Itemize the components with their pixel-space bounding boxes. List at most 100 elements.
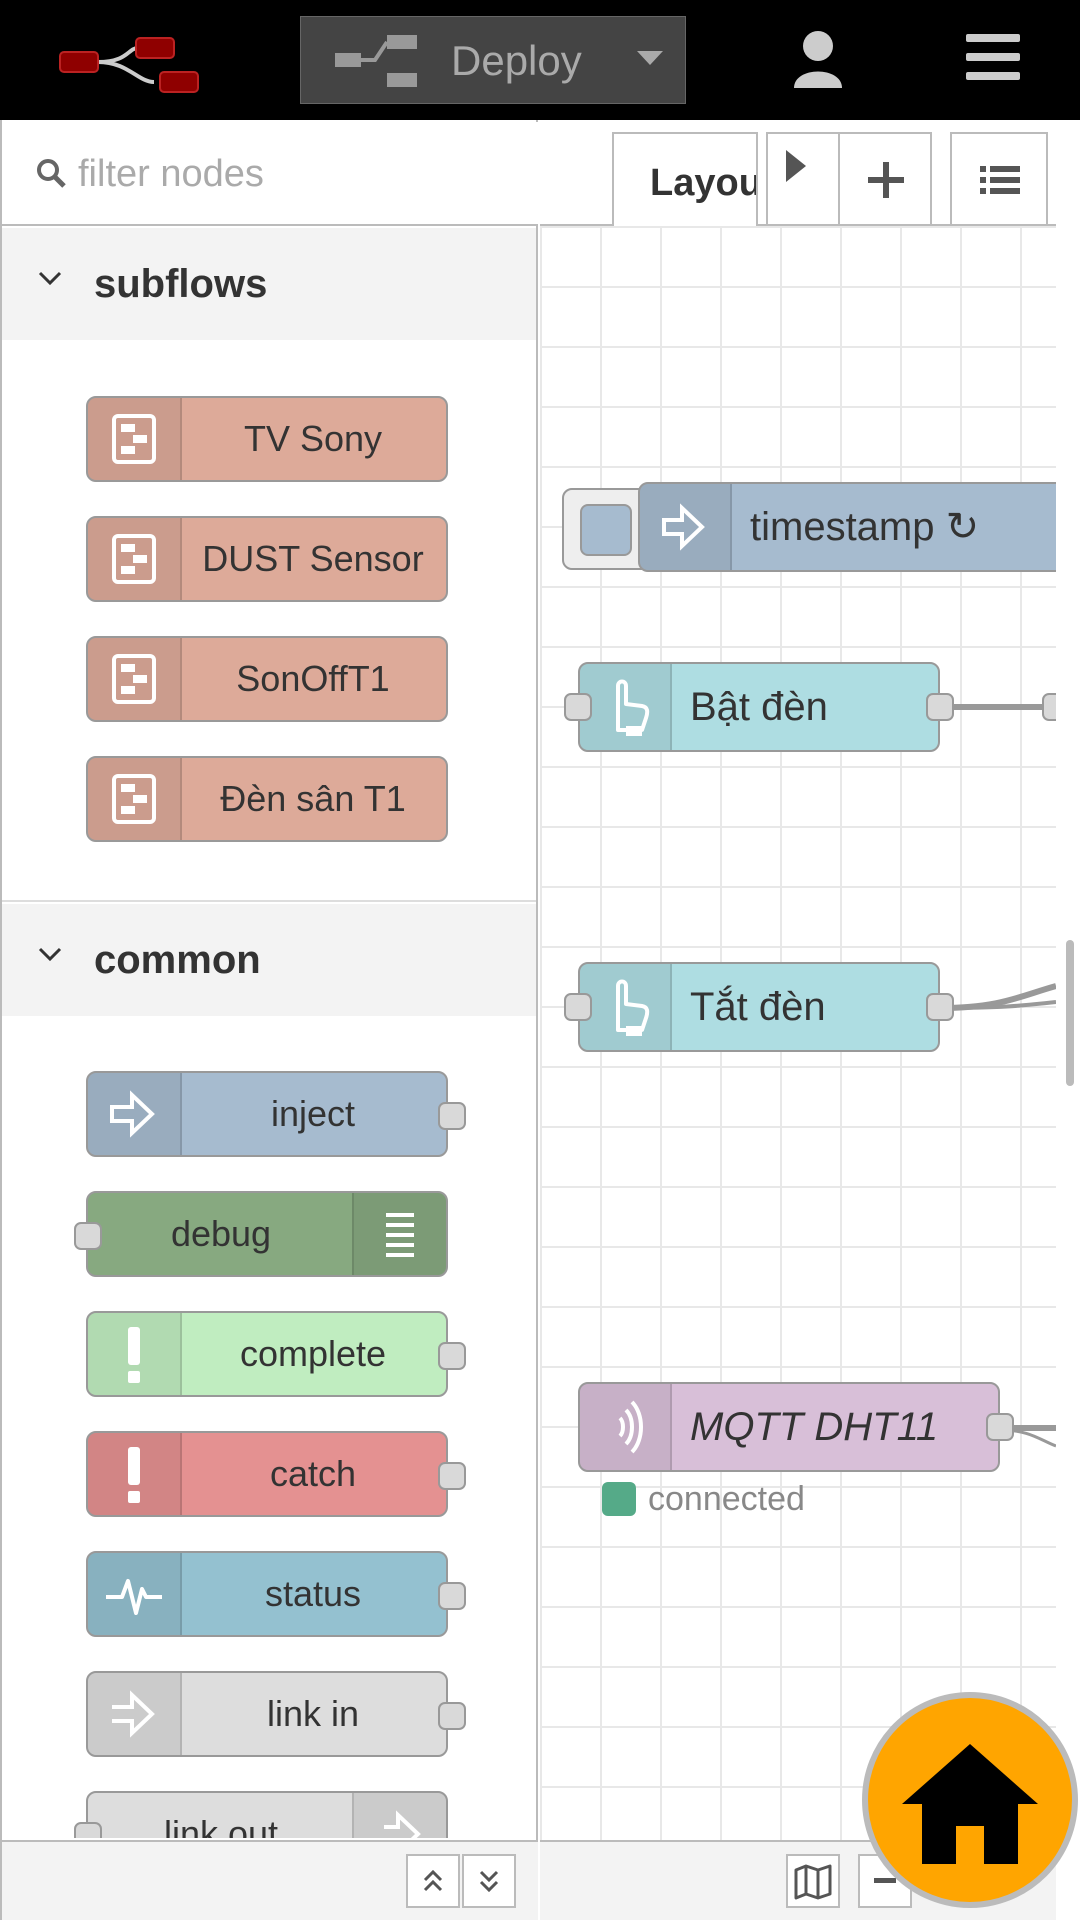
status-dot [602, 1482, 636, 1516]
node-label: inject [270, 1093, 356, 1134]
pulse-icon [88, 1553, 182, 1635]
workspace-canvas[interactable]: timestamp ↻ Bật đèn Tắt đèn MQTT DHT11 c… [540, 226, 1056, 1840]
input-port[interactable] [74, 1822, 102, 1838]
double-chevron-down-icon [479, 1870, 499, 1893]
category-label: subflows [94, 262, 268, 306]
palette-node-complete[interactable]: complete [86, 1311, 448, 1397]
palette-footer [2, 1840, 538, 1920]
main-menu-icon[interactable] [966, 34, 1020, 80]
palette-node-link-in[interactable]: link in [86, 1671, 448, 1757]
category-header-common[interactable]: common [2, 904, 536, 1016]
palette-node-catch[interactable]: catch [86, 1431, 448, 1517]
user-icon[interactable] [792, 30, 844, 88]
input-port[interactable] [74, 1222, 102, 1250]
node-label: link out [163, 1813, 279, 1838]
node-red-logo [58, 36, 204, 94]
palette-node-link-out[interactable]: link out [86, 1791, 448, 1838]
node-label: Bật đèn [690, 685, 828, 729]
category-label: common [94, 938, 261, 982]
wireless-icon [580, 1384, 672, 1470]
output-port[interactable] [438, 1102, 466, 1130]
subflow-icon [88, 638, 182, 720]
minus-icon [874, 1878, 896, 1883]
link-out-icon [352, 1793, 446, 1838]
inject-trigger-button[interactable] [580, 504, 632, 556]
deploy-button[interactable]: Deploy [300, 16, 686, 104]
category-divider [2, 900, 536, 902]
alert-icon [88, 1313, 182, 1395]
list-icon [980, 166, 1020, 194]
flow-list-button[interactable] [950, 132, 1048, 226]
caret-right-icon [786, 150, 806, 182]
expand-all-button[interactable] [462, 1854, 516, 1908]
palette-filter [2, 122, 538, 226]
node-label: timestamp ↻ [750, 505, 980, 549]
deploy-flow-icon [335, 35, 419, 94]
category-header-subflows[interactable]: subflows [2, 228, 536, 340]
inject-arrow-icon [88, 1073, 182, 1155]
chevron-down-icon [36, 940, 64, 973]
palette-node-tv-sony[interactable]: TV Sony [86, 396, 448, 482]
tab-label: Layout [650, 162, 756, 204]
subflow-icon [88, 398, 182, 480]
inject-arrow-icon [640, 484, 732, 570]
header-bar: Deploy [0, 0, 1080, 120]
node-label: complete [239, 1333, 387, 1374]
node-label: catch [269, 1453, 357, 1494]
palette-node-debug[interactable]: debug [86, 1191, 448, 1277]
chevron-down-icon [36, 264, 64, 297]
node-label: DUST Sensor [202, 538, 424, 579]
hand-icon [580, 964, 672, 1050]
node-label: Tắt đèn [690, 985, 826, 1029]
hand-icon [580, 664, 672, 750]
subflow-icon [88, 758, 182, 840]
flow-node-tat-den[interactable]: Tắt đèn [578, 962, 940, 1052]
search-icon [36, 158, 66, 193]
debug-list-icon [352, 1193, 446, 1275]
output-port[interactable] [926, 993, 954, 1021]
palette-node-inject[interactable]: inject [86, 1071, 448, 1157]
workspace-scrollbar[interactable] [1066, 940, 1074, 1086]
output-port[interactable] [438, 1582, 466, 1610]
input-port[interactable] [1042, 693, 1056, 721]
palette-node-link-out-clip: link out [60, 1780, 480, 1838]
node-label: link in [266, 1693, 360, 1734]
node-label: TV Sony [243, 418, 383, 459]
tab-scroll-right-button[interactable] [766, 132, 840, 226]
link-in-icon [88, 1673, 182, 1755]
alert-icon [88, 1433, 182, 1515]
node-label: Đèn sân T1 [220, 778, 406, 819]
plus-icon [868, 162, 904, 198]
palette-node-sonofft1[interactable]: SonOffT1 [86, 636, 448, 722]
flow-node-timestamp[interactable]: timestamp ↻ [638, 482, 1056, 572]
double-chevron-up-icon [423, 1869, 443, 1892]
home-icon [902, 1744, 1038, 1864]
node-label: status [264, 1573, 362, 1614]
node-label: MQTT DHT11 [690, 1405, 939, 1449]
deploy-dropdown-icon[interactable] [637, 51, 663, 72]
subflow-icon [88, 518, 182, 600]
node-label: debug [170, 1213, 272, 1254]
output-port[interactable] [986, 1413, 1014, 1441]
node-palette [0, 120, 538, 1920]
output-port[interactable] [438, 1342, 466, 1370]
palette-node-dust-sensor[interactable]: DUST Sensor [86, 516, 448, 602]
add-flow-button[interactable] [838, 132, 932, 226]
collapse-all-button[interactable] [406, 1854, 460, 1908]
flow-node-mqtt-dht11[interactable]: MQTT DHT11 [578, 1382, 1000, 1472]
output-port[interactable] [438, 1462, 466, 1490]
node-status-text: connected [648, 1480, 805, 1518]
palette-node-status[interactable]: status [86, 1551, 448, 1637]
output-port[interactable] [438, 1702, 466, 1730]
home-fab-button[interactable] [862, 1692, 1078, 1908]
input-port[interactable] [564, 693, 592, 721]
input-port[interactable] [564, 993, 592, 1021]
tab-layout[interactable]: Layout [612, 132, 758, 226]
navigator-button[interactable] [786, 1854, 840, 1908]
filter-nodes-input[interactable] [76, 144, 510, 204]
palette-node-den-san-t1[interactable]: Đèn sân T1 [86, 756, 448, 842]
deploy-label: Deploy [451, 37, 582, 84]
map-icon [794, 1864, 832, 1900]
output-port[interactable] [926, 693, 954, 721]
flow-node-bat-den[interactable]: Bật đèn [578, 662, 940, 752]
